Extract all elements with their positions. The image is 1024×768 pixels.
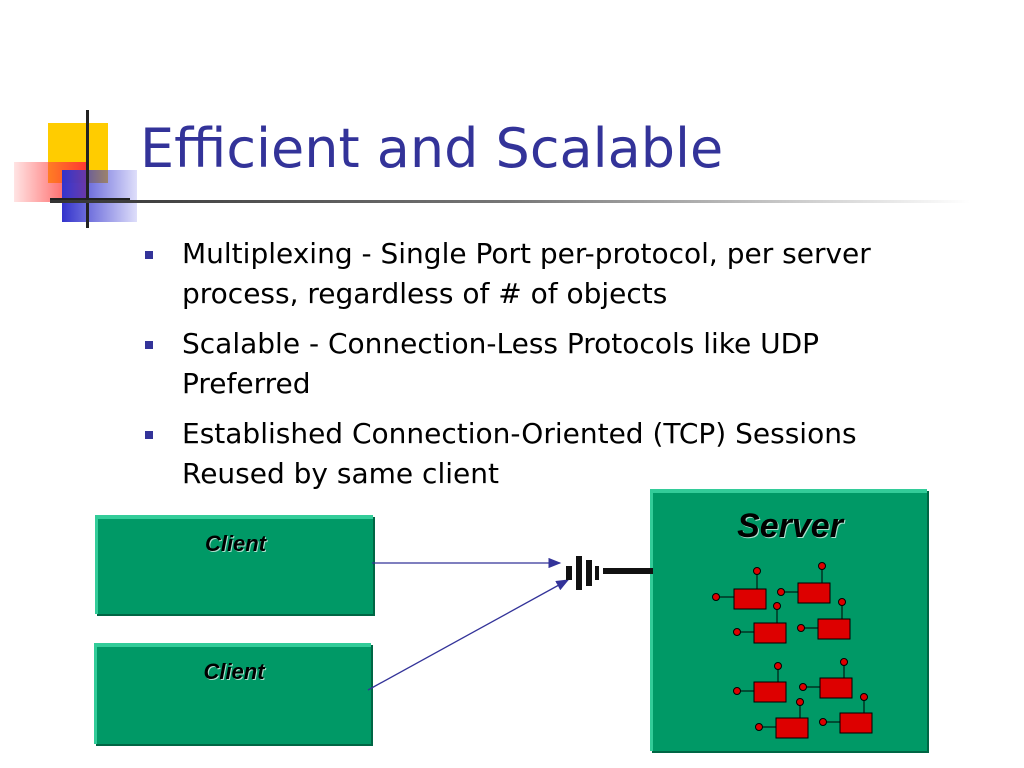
title-underline xyxy=(50,200,970,203)
decor-blue-square xyxy=(62,170,137,222)
slide-title: Efficient and Scalable xyxy=(140,117,724,180)
connection-arrow xyxy=(367,579,570,691)
object-icon xyxy=(733,602,787,644)
bullet-item: Established Connection-Oriented (TCP) Se… xyxy=(140,414,940,494)
server-box: Server xyxy=(650,489,927,751)
client-box: Client xyxy=(94,643,371,744)
bullet-item: Scalable - Connection-Less Protocols lik… xyxy=(140,324,940,404)
bullet-square-icon xyxy=(145,251,153,259)
bullet-square-icon xyxy=(145,431,153,439)
bullet-text: Scalable - Connection-Less Protocols lik… xyxy=(182,327,820,400)
bullet-text: Multiplexing - Single Port per-protocol,… xyxy=(182,237,871,310)
bullet-list: Multiplexing - Single Port per-protocol,… xyxy=(140,234,940,504)
client-label: Client xyxy=(203,659,265,684)
bullet-text: Established Connection-Oriented (TCP) Se… xyxy=(182,417,857,490)
client-label: Client xyxy=(204,531,267,556)
server-objects xyxy=(712,562,873,739)
port-socket-icon xyxy=(566,556,653,590)
bullet-item: Multiplexing - Single Port per-protocol,… xyxy=(140,234,940,314)
object-icon xyxy=(755,698,809,739)
object-icon xyxy=(733,662,787,703)
bullet-square-icon xyxy=(145,341,153,349)
client-box: Client xyxy=(95,515,373,614)
object-icon xyxy=(777,562,831,604)
object-icon xyxy=(819,693,873,734)
decor-vertical-line xyxy=(86,110,89,228)
object-icon xyxy=(712,567,767,610)
decor-horizontal-line xyxy=(50,198,130,201)
object-icon xyxy=(799,658,853,699)
object-icon xyxy=(797,598,851,640)
server-label: Server xyxy=(737,507,843,545)
